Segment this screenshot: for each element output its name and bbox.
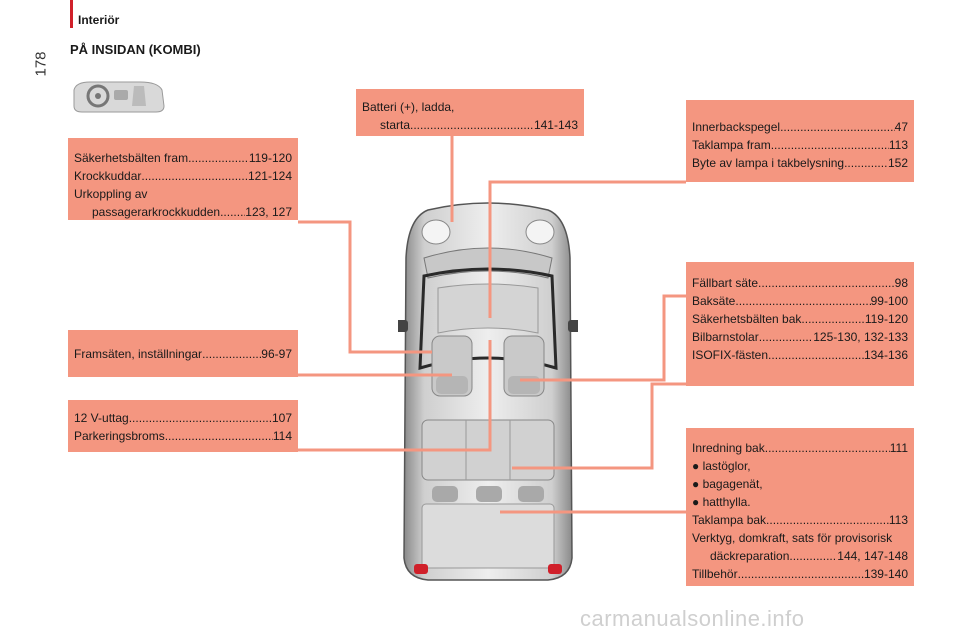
list-item: Inredning bak111 xyxy=(692,439,908,457)
list-item: Säkerhetsbälten fram119-120 xyxy=(74,149,292,167)
list-item: Säkerhetsbälten bak119-120 xyxy=(692,310,908,328)
mirror-box: Innerbackspegel47 Taklampa fram113 Byte … xyxy=(686,100,914,182)
list-item: ISOFIX-fästen134-136 xyxy=(692,346,908,364)
section-title: Interiör xyxy=(78,13,120,27)
bullet-item: ● lastöglor, xyxy=(692,459,751,473)
list-item: Innerbackspegel47 xyxy=(692,118,908,136)
list-item: Baksäte99-100 xyxy=(692,292,908,310)
list-item: Tillbehör139-140 xyxy=(692,565,908,583)
list-item: passagerarkrockkudden123, 127 xyxy=(74,203,292,221)
list-item: Krockkuddar121-124 xyxy=(74,167,292,185)
list-item: Taklampa fram113 xyxy=(692,136,908,154)
battery-box: Batteri (+), ladda, starta141-143 xyxy=(356,89,584,136)
front-belts-box: Säkerhetsbälten fram119-120 Krockkuddar1… xyxy=(68,138,298,220)
list-item: däckreparation144, 147-148 xyxy=(692,547,908,565)
car-top-view xyxy=(398,202,578,581)
rear-seat-box: Fällbart säte98 Baksäte99-100 Säkerhetsb… xyxy=(686,262,914,386)
list-item: Parkeringsbroms114 xyxy=(74,427,292,445)
list-item: 12 V-uttag107 xyxy=(74,409,292,427)
bullet-item: ● bagagenät, xyxy=(692,477,763,491)
front-seats-box: Framsäten, inställningar96-97 xyxy=(68,330,298,377)
list-item: Bilbarnstolar125-130, 132-133 xyxy=(692,328,908,346)
list-item: Urkoppling av xyxy=(74,187,148,201)
page-title: PÅ INSIDAN (KOMBI) xyxy=(70,42,201,57)
rear-interior-box: Inredning bak111 ● lastöglor, ● bagagenä… xyxy=(686,428,914,586)
section-marker xyxy=(70,0,73,28)
battery-line1: Batteri (+), ladda, xyxy=(362,100,455,114)
watermark: carmanualsonline.info xyxy=(580,606,805,631)
list-item: Taklampa bak113 xyxy=(692,511,908,529)
list-item: Verktyg, domkraft, sats för provisorisk xyxy=(692,531,893,545)
list-item: Framsäten, inställningar96-97 xyxy=(74,345,292,363)
list-item: Fällbart säte98 xyxy=(692,274,908,292)
bullet-item: ● hatthylla. xyxy=(692,495,751,509)
car-interior-icon xyxy=(73,81,165,113)
list-item: Byte av lampa i takbelysning152 xyxy=(692,154,908,172)
socket-brake-box: 12 V-uttag107 Parkeringsbroms114 xyxy=(68,400,298,452)
battery-row: starta141-143 xyxy=(362,116,578,134)
